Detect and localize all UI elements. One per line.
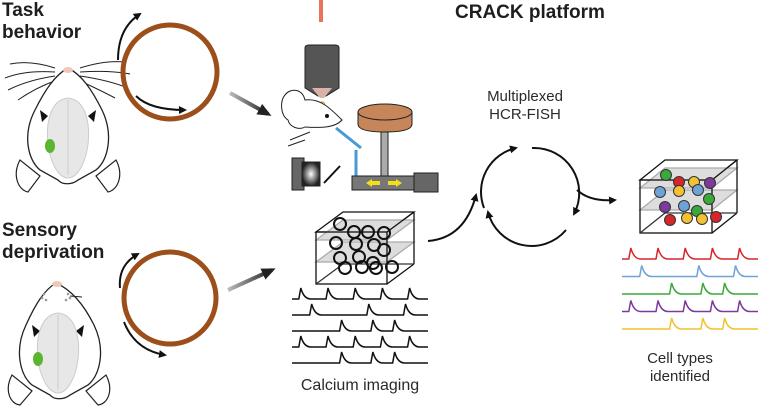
hcr-line1: Multiplexed bbox=[487, 88, 563, 105]
arrow-to-celltypes bbox=[576, 189, 617, 205]
running-wheel bbox=[357, 103, 413, 121]
neuron-ring bbox=[349, 237, 363, 251]
linear-stage bbox=[351, 175, 417, 191]
arrow-into-loop bbox=[427, 193, 479, 242]
cell-dot bbox=[681, 212, 693, 224]
cycle-arrow-bottom bbox=[485, 210, 567, 247]
rotate-arrow-down bbox=[135, 95, 187, 114]
calcium-imaging-label: Calcium imaging bbox=[300, 377, 420, 394]
cell-dot bbox=[664, 214, 676, 226]
rotate-arrow-up bbox=[117, 12, 142, 61]
neuron-ring bbox=[385, 260, 399, 274]
sensory-label-line1: Sensory bbox=[2, 220, 77, 241]
hcr-fish-label: Multiplexed HCR-FISH bbox=[470, 88, 580, 124]
trimmed-whiskers bbox=[40, 292, 72, 302]
calcium-trace bbox=[292, 351, 428, 364]
calcium-traces bbox=[292, 287, 428, 364]
celltype-trace-green bbox=[622, 282, 758, 295]
arrow-to-setup bbox=[229, 91, 272, 116]
cell-dot bbox=[654, 186, 666, 198]
cranial-window-top bbox=[120, 22, 220, 122]
cell-dot bbox=[660, 169, 672, 181]
behavior-rig bbox=[281, 0, 439, 193]
hcr-line2: HCR-FISH bbox=[489, 106, 561, 123]
celltype-trace-red bbox=[622, 247, 758, 260]
cell-dot bbox=[703, 193, 715, 205]
sensory-label-line2: deprivation bbox=[2, 242, 105, 263]
laser-beam bbox=[319, 0, 323, 22]
celltype-traces bbox=[622, 247, 758, 330]
neuron-ring bbox=[338, 261, 352, 275]
neuron-ring bbox=[361, 225, 375, 239]
neuron-ring bbox=[377, 226, 391, 240]
cell-dot bbox=[678, 200, 690, 212]
calcium-trace bbox=[292, 287, 428, 300]
task-behavior-label: Task behavior bbox=[2, 0, 81, 44]
lick-spout bbox=[335, 126, 362, 150]
mouse-bottom-sensory bbox=[7, 281, 111, 406]
celltypes-line1: Cell types bbox=[647, 350, 713, 367]
hcr-cycle-loop bbox=[480, 145, 581, 247]
cell-dot bbox=[696, 213, 708, 225]
celltype-trace-purple bbox=[622, 300, 758, 313]
rotate-arrow-up-2 bbox=[118, 253, 140, 289]
calcium-trace bbox=[292, 335, 428, 348]
brain-spot-top bbox=[45, 139, 55, 153]
arrow-left-yellow bbox=[366, 179, 380, 187]
rotate-arrow-down-2 bbox=[123, 321, 167, 358]
celltype-trace-yellow bbox=[622, 317, 758, 330]
cycle-arrow-right bbox=[531, 146, 581, 216]
celltype-trace-blue bbox=[622, 265, 758, 278]
task-label-line1: Task bbox=[2, 0, 44, 21]
cell-dot bbox=[710, 211, 722, 223]
task-label-line2: behavior bbox=[2, 22, 82, 43]
neuron-ring bbox=[355, 260, 369, 274]
celltypes-line2: identified bbox=[649, 368, 711, 385]
neuron-ring bbox=[352, 250, 366, 264]
mouse-top-task bbox=[4, 61, 131, 193]
calcium-trace bbox=[292, 319, 428, 332]
cranial-window-bottom bbox=[121, 249, 219, 347]
platform-title: CRACK platform bbox=[455, 2, 605, 23]
cell-types-cube bbox=[638, 159, 739, 234]
cell-dot bbox=[659, 201, 671, 213]
neuron-ring bbox=[377, 243, 391, 257]
neuron-ring bbox=[333, 217, 347, 231]
neuron-ring bbox=[369, 261, 383, 275]
cell-types-label: Cell types identified bbox=[625, 350, 735, 386]
camera-lens bbox=[301, 161, 321, 187]
neuron-ring bbox=[329, 236, 343, 250]
cell-dot bbox=[673, 185, 685, 197]
sensory-deprivation-label: Sensory deprivation bbox=[2, 220, 104, 264]
cell-dot bbox=[692, 184, 704, 196]
arrow-right-yellow bbox=[388, 179, 402, 187]
calcium-imaging-cube bbox=[314, 211, 416, 285]
cell-dot bbox=[704, 177, 716, 189]
arrow-to-imaging bbox=[227, 268, 276, 292]
brain-spot-bottom bbox=[33, 352, 43, 366]
calcium-trace bbox=[292, 303, 428, 316]
